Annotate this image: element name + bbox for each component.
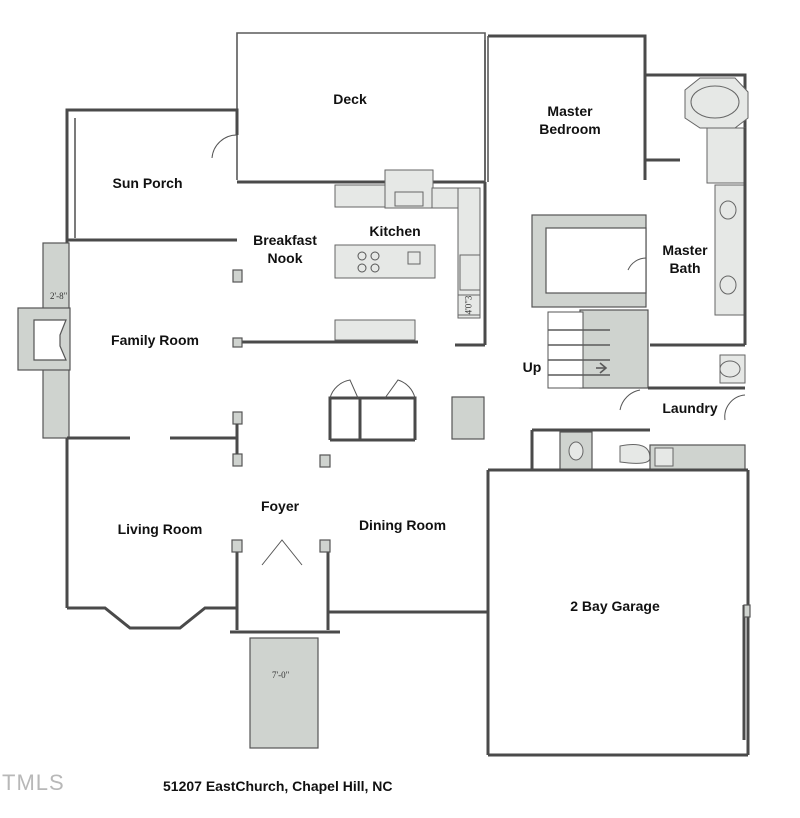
room-label-deck: Deck: [333, 91, 367, 107]
master-bath-vanity: [650, 128, 747, 347]
room-label-laundry: Laundry: [662, 400, 718, 416]
address-caption: 51207 EastChurch, Chapel Hill, NC: [163, 778, 393, 794]
fireplace-dimension: 2'-8": [50, 291, 68, 301]
stoop-dimension: 7'-0": [272, 670, 290, 680]
master-tub: [684, 77, 749, 184]
room-label-breakfast-nook: Breakfast Nook: [253, 232, 317, 266]
sun-porch-area: [65, 108, 239, 242]
room-label-master-bedroom: Master Bedroom: [539, 103, 601, 137]
family-room-area: [17, 240, 243, 467]
room-label-living-room: Living Room: [117, 521, 203, 537]
room-label-garage: 2 Bay Garage: [570, 598, 660, 614]
deck-area: [236, 32, 486, 182]
walk-in-closet: [531, 214, 647, 308]
room-label-up: Up: [522, 359, 542, 375]
watermark: TMLS: [2, 770, 65, 795]
room-label-family-room: Family Room: [111, 332, 199, 348]
room-label-kitchen: Kitchen: [369, 223, 421, 239]
counter-dimension: 4'0"3: [463, 295, 474, 315]
laundry-area: [488, 354, 748, 472]
living-dining-area: [65, 438, 488, 749]
room-label-dining-room: Dining Room: [358, 517, 447, 533]
hall-closets: [319, 379, 485, 468]
stairs: [547, 309, 649, 389]
kitchen-area: [237, 169, 487, 347]
room-label-foyer: Foyer: [260, 498, 300, 514]
room-label-master-bath: Master Bath: [662, 242, 708, 276]
room-label-sun-porch: Sun Porch: [112, 175, 183, 191]
